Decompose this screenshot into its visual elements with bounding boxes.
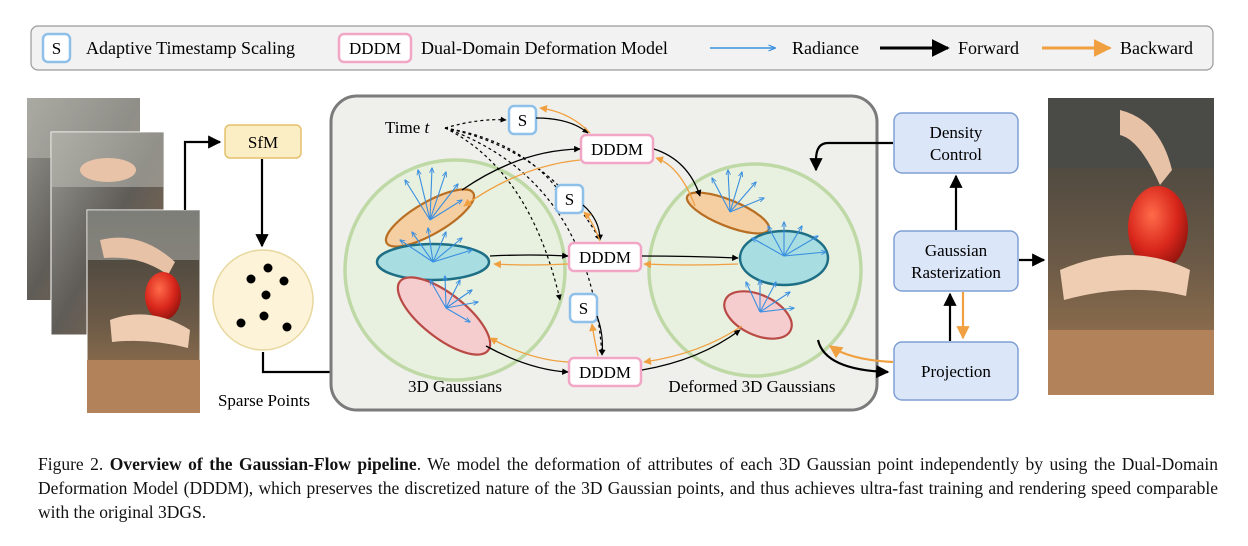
input-frames bbox=[27, 98, 201, 414]
dddm-box-middle-text: DDDM bbox=[579, 248, 631, 267]
legend-dddm-badge-text: DDDM bbox=[349, 39, 401, 58]
time-label: Time t bbox=[385, 118, 431, 137]
dddm-box-middle bbox=[567, 241, 643, 273]
sparse-points-circle bbox=[212, 249, 314, 351]
deformed-to-projection-arrow bbox=[816, 339, 890, 379]
rasterization-box bbox=[893, 230, 1019, 292]
s-badge-top-text: S bbox=[518, 111, 527, 130]
legend-backward-label: Backward bbox=[1120, 38, 1193, 58]
sfm-label: SfM bbox=[248, 133, 278, 152]
projection-to-deformed-backward bbox=[828, 345, 894, 364]
sfm-box bbox=[224, 124, 302, 159]
legend-radiance-label: Radiance bbox=[792, 38, 859, 58]
deformed-gaussians-label: Deformed 3D Gaussians bbox=[668, 377, 835, 396]
caption-figure-label: Figure 2. bbox=[38, 454, 110, 474]
dddm-box-bottom-text: DDDM bbox=[579, 363, 631, 382]
density-control-line2: Control bbox=[930, 145, 982, 164]
s-badge-middle-text: S bbox=[565, 190, 574, 209]
forward-deform-arrows bbox=[461, 145, 741, 375]
rasterization-line2: Rasterization bbox=[911, 263, 1001, 282]
frames-to-sfm-arrow bbox=[183, 135, 222, 210]
s-badge-bottom-text: S bbox=[579, 299, 588, 318]
s-badge-bottom bbox=[568, 292, 599, 324]
backward-deform-arrows bbox=[463, 105, 743, 365]
dddm-box-top bbox=[579, 133, 655, 165]
caption-body: . We model the deformation of attributes… bbox=[38, 454, 1218, 522]
legend-s-badge-text: S bbox=[52, 39, 61, 58]
legend-forward-label: Forward bbox=[958, 38, 1019, 58]
legend-s-label: Adaptive Timestamp Scaling bbox=[86, 38, 295, 58]
gaussians-label: 3D Gaussians bbox=[408, 377, 502, 396]
legend-dddm-badge bbox=[337, 32, 413, 64]
pipeline-figure: S Adaptive Timestamp Scaling DDDM Dual-D… bbox=[27, 25, 1214, 414]
sparse-points-label: Sparse Points bbox=[218, 391, 310, 410]
time-dashed-paths bbox=[444, 116, 605, 356]
gaussian-pink bbox=[396, 276, 492, 356]
projection-label: Projection bbox=[921, 362, 991, 381]
radiance-rays-left bbox=[400, 168, 478, 322]
legend-bar: S Adaptive Timestamp Scaling DDDM Dual-D… bbox=[30, 25, 1214, 71]
s-to-dddm-arrows bbox=[535, 117, 606, 356]
s-badge-middle bbox=[554, 183, 585, 215]
s-badge-top bbox=[507, 104, 538, 136]
sparse-point-dots bbox=[236, 263, 292, 332]
density-control-line1: Density bbox=[930, 123, 983, 142]
legend-s-badge bbox=[41, 32, 72, 64]
radiance-rays-right bbox=[712, 170, 826, 313]
legend-dddm-label: Dual-Domain Deformation Model bbox=[421, 38, 668, 58]
output-render bbox=[1048, 98, 1214, 395]
rasterization-line1: Gaussian bbox=[925, 241, 988, 260]
figure-caption: Figure 2. Overview of the Gaussian-Flow … bbox=[38, 452, 1218, 524]
density-to-deformed-arrow bbox=[809, 141, 893, 172]
projection-box bbox=[893, 341, 1019, 401]
dddm-box-bottom bbox=[567, 356, 643, 388]
dddm-box-top-text: DDDM bbox=[591, 140, 643, 159]
density-control-box bbox=[893, 112, 1019, 174]
caption-title: Overview of the Gaussian-Flow pipeline bbox=[109, 454, 417, 474]
